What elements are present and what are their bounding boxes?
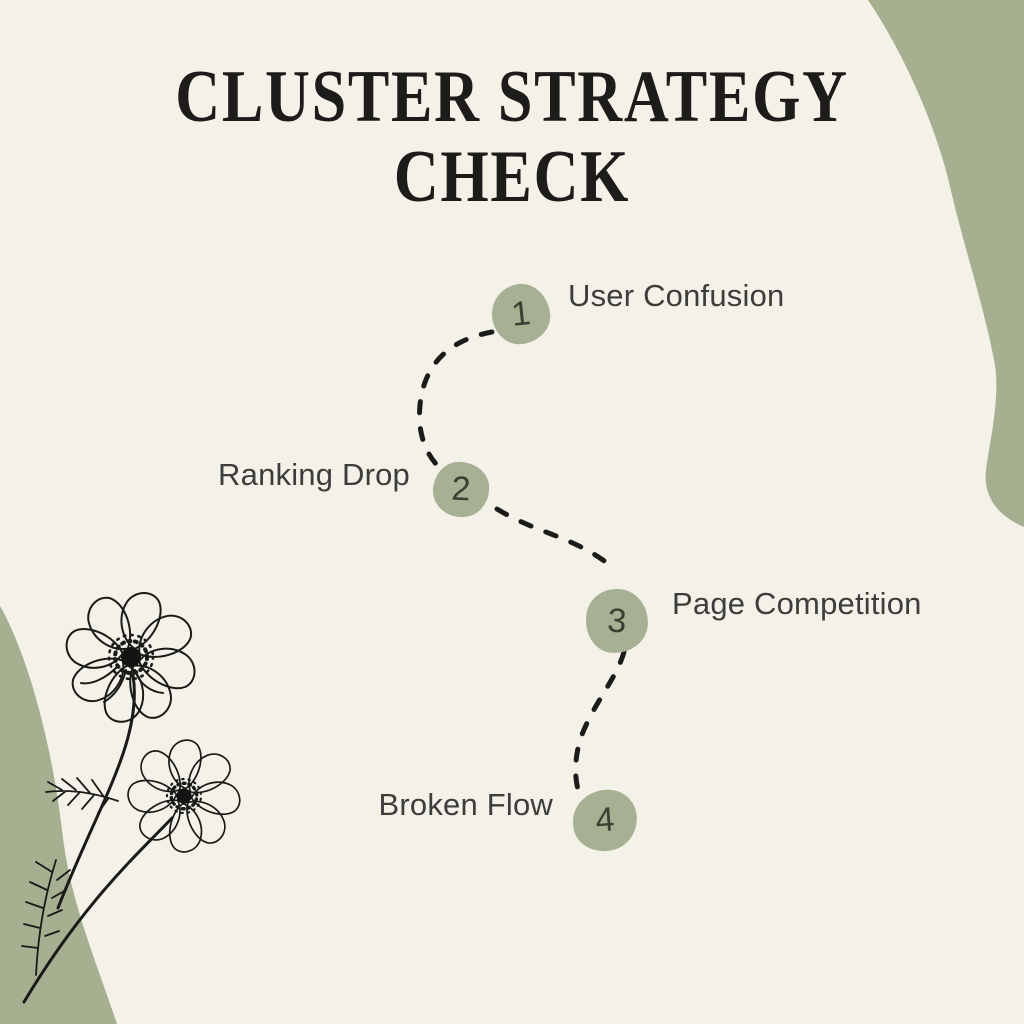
flower-illustration xyxy=(21,585,245,1004)
anemone-flower-1 xyxy=(59,585,203,729)
step-label-4: Broken Flow xyxy=(378,787,553,822)
journey-dashed-path xyxy=(417,329,627,803)
fern-leaf xyxy=(21,859,71,976)
flower-center xyxy=(176,788,192,804)
step-number-2: 2 xyxy=(450,469,472,509)
step-label-3: Page Competition xyxy=(672,586,922,621)
step-number-4: 4 xyxy=(594,800,616,840)
step-number-1: 1 xyxy=(509,293,533,334)
step-number-3: 3 xyxy=(606,600,628,641)
bottom-left-blob xyxy=(0,606,117,1024)
page-title: CLUSTER STRATEGY CHECK xyxy=(82,56,942,218)
flower-stem xyxy=(22,816,174,1004)
step-label-1: User Confusion xyxy=(568,278,785,313)
anemone-flower-2 xyxy=(124,736,245,856)
title-line-1: CLUSTER STRATEGY xyxy=(175,56,849,138)
top-right-blob xyxy=(868,0,1024,527)
flower-center xyxy=(121,647,141,667)
title-line-2: CHECK xyxy=(393,135,631,218)
step-label-2: Ranking Drop xyxy=(218,457,410,492)
fern-leaf xyxy=(45,777,119,814)
